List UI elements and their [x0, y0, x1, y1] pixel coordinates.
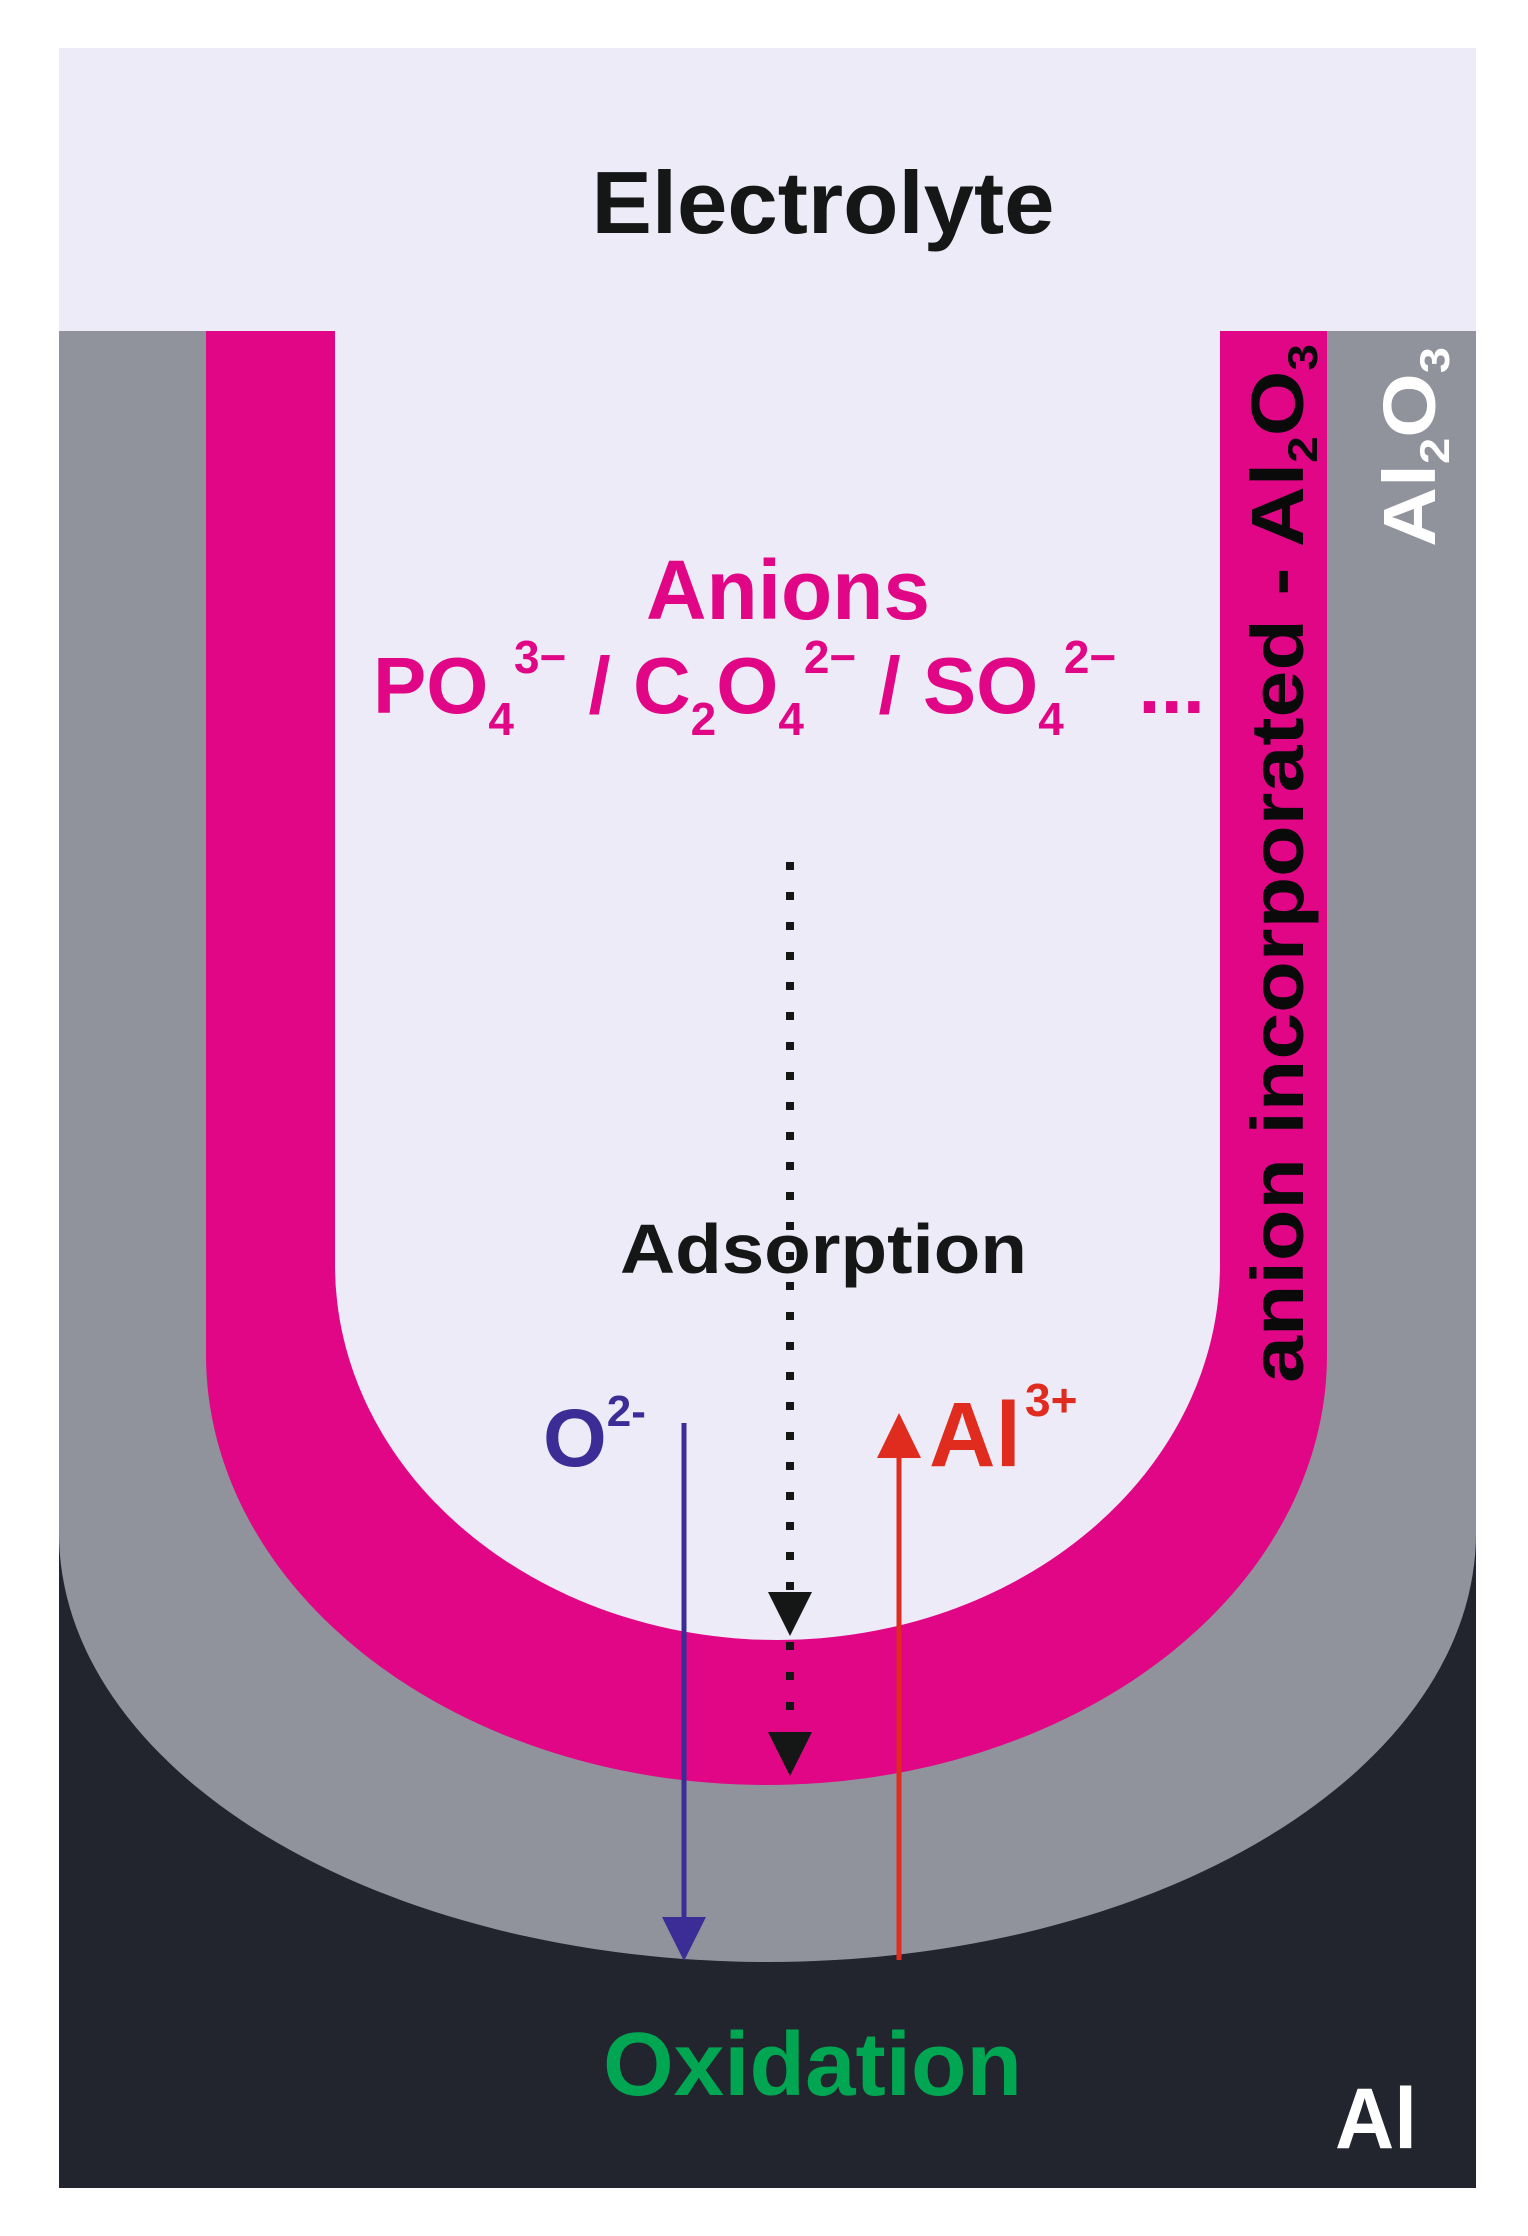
oxygen-ion-arrowhead	[662, 1917, 706, 1961]
anion-layer-label: anion incorporated - Al2O3	[1236, 344, 1326, 1383]
anions-formula: PO43− / C2O42− / SO42− ...	[373, 631, 1205, 745]
metal-label: Al	[1335, 2071, 1417, 2167]
aluminum-ion-label: Al3+	[929, 1374, 1077, 1486]
adsorption-arrowhead-1	[768, 1592, 812, 1636]
anions-title: Anions	[646, 543, 930, 637]
oxygen-ion-label: O2-	[543, 1387, 646, 1484]
oxidation-label: Oxidation	[603, 2015, 1022, 2115]
electrolyte-region	[59, 48, 1476, 332]
pore-interior	[335, 330, 1220, 1640]
oxide-layer-label: Al2O3	[1368, 347, 1458, 547]
adsorption-arrowhead-2	[768, 1732, 812, 1776]
electrolyte-label: Electrolyte	[592, 153, 1055, 252]
aluminum-ion-arrowhead	[877, 1413, 921, 1458]
adsorption-label: Adsorption	[620, 1210, 1027, 1288]
